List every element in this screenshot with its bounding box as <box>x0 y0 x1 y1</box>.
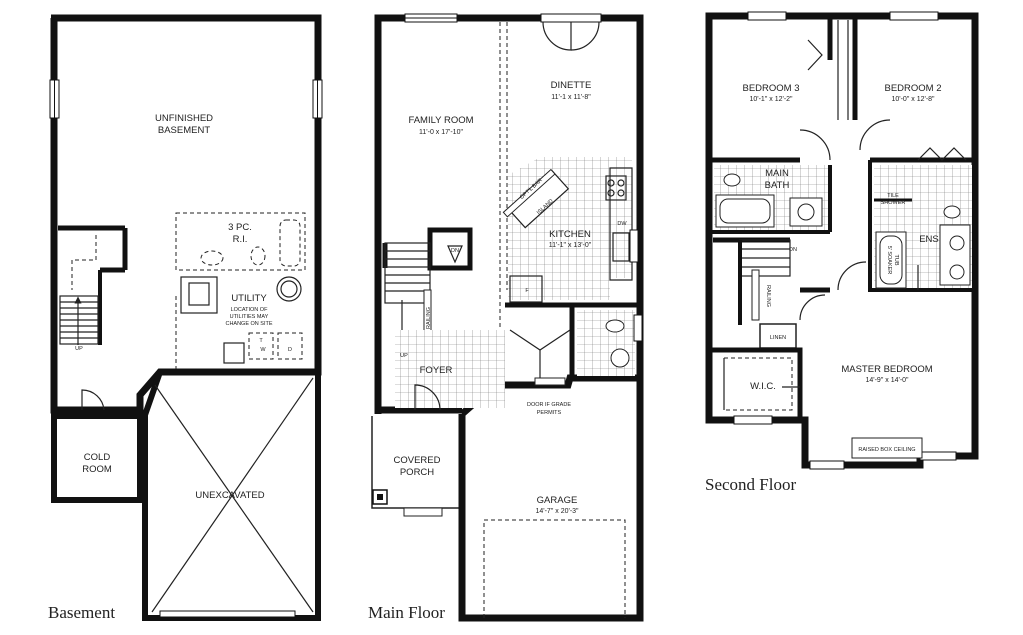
second-stairs <box>713 237 797 349</box>
door-note-1: DOOR IF GRADE <box>527 402 571 408</box>
bedroom3-label: BEDROOM 3 <box>742 83 799 94</box>
basement-rough-in-bath <box>175 212 306 271</box>
kitchen-label: KITCHEN <box>549 229 591 240</box>
main-floor-caption: Main Floor <box>368 603 445 622</box>
utility-note-3: CHANGE ON SITE <box>225 321 272 327</box>
second-railing-label: RAILING <box>765 285 771 307</box>
main-up-label: UP <box>400 353 408 359</box>
dishwasher-label: DW <box>617 221 627 227</box>
raised-ceiling-label: RAISED BOX CEILING <box>858 447 915 453</box>
cold-room-label-1: COLD <box>84 452 111 463</box>
master-bedroom-label: MASTER BEDROOM <box>841 364 932 375</box>
utility-note-1: LOCATION OF <box>231 307 269 313</box>
foyer-label: FOYER <box>420 365 453 376</box>
master-bedroom-dim: 14'-9" x 14'-0" <box>865 377 909 384</box>
soaker-tub-label-2: TUB <box>893 255 899 266</box>
second-dn-label: DN <box>789 247 797 253</box>
ensuite-label: ENS <box>919 234 939 245</box>
second-floor-caption: Second Floor <box>705 475 796 494</box>
washer-letter: W <box>260 347 266 353</box>
basement-up-label: UP <box>75 346 83 352</box>
basement-utility-area <box>175 276 303 370</box>
dinette-label: DINETTE <box>551 80 592 91</box>
cold-room-label-2: ROOM <box>82 464 112 475</box>
unfinished-basement-label-1: UNFINISHED <box>155 113 213 124</box>
garage-dim: 14'-7" x 20'-3" <box>535 508 579 515</box>
tile-shower-label-2: SHOWER <box>881 200 906 206</box>
rough-in-label-2: R.I. <box>233 234 248 245</box>
main-dn-label: DN <box>451 248 459 254</box>
wic-label: W.I.C. <box>750 381 776 392</box>
utility-note-2: UTILITIES MAY <box>230 314 269 320</box>
main-stairs <box>382 227 473 355</box>
bedroom2-dim: 10'-0" x 12'-8" <box>891 96 935 103</box>
kitchen-dim: 11'-1" x 13'-0" <box>549 242 592 249</box>
covered-porch-label-2: PORCH <box>400 467 434 478</box>
basement-caption: Basement <box>48 603 115 622</box>
toilet-letter: T <box>259 338 263 344</box>
bedroom2-label: BEDROOM 2 <box>884 83 941 94</box>
soaker-tub-label-1: 5' SOAKER <box>886 246 892 275</box>
main-bath-label-1: MAIN <box>765 168 789 179</box>
door-note-2: PERMITS <box>537 410 562 416</box>
family-room-dim: 11'-0 x 17'-10" <box>419 129 463 136</box>
garage-label: GARAGE <box>537 495 578 506</box>
utility-label: UTILITY <box>231 293 267 304</box>
dryer-letter: D <box>288 347 292 353</box>
second-floor-plan <box>705 11 979 470</box>
basement-plan <box>49 14 323 621</box>
covered-porch-label-1: COVERED <box>394 455 441 466</box>
main-floor-plan <box>371 13 644 622</box>
unexcavated-label: UNEXCAVATED <box>195 490 264 501</box>
basement-stairs <box>59 235 99 345</box>
kitchen-island <box>502 168 570 229</box>
tile-shower-label-1: TILE <box>887 193 899 199</box>
bedroom3-dim: 10'-1" x 12'-2" <box>749 96 793 103</box>
fridge-label: F <box>525 288 529 294</box>
linen-label: LINEN <box>770 335 786 341</box>
main-railing-label: RAILING <box>426 307 432 329</box>
dinette-dim: 11'-1 x 11'-8" <box>551 94 591 101</box>
family-room-label: FAMILY ROOM <box>408 115 473 126</box>
unfinished-basement-label-2: BASEMENT <box>158 125 210 136</box>
rough-in-label-1: 3 PC. <box>228 222 252 233</box>
main-bath-label-2: BATH <box>765 180 790 191</box>
